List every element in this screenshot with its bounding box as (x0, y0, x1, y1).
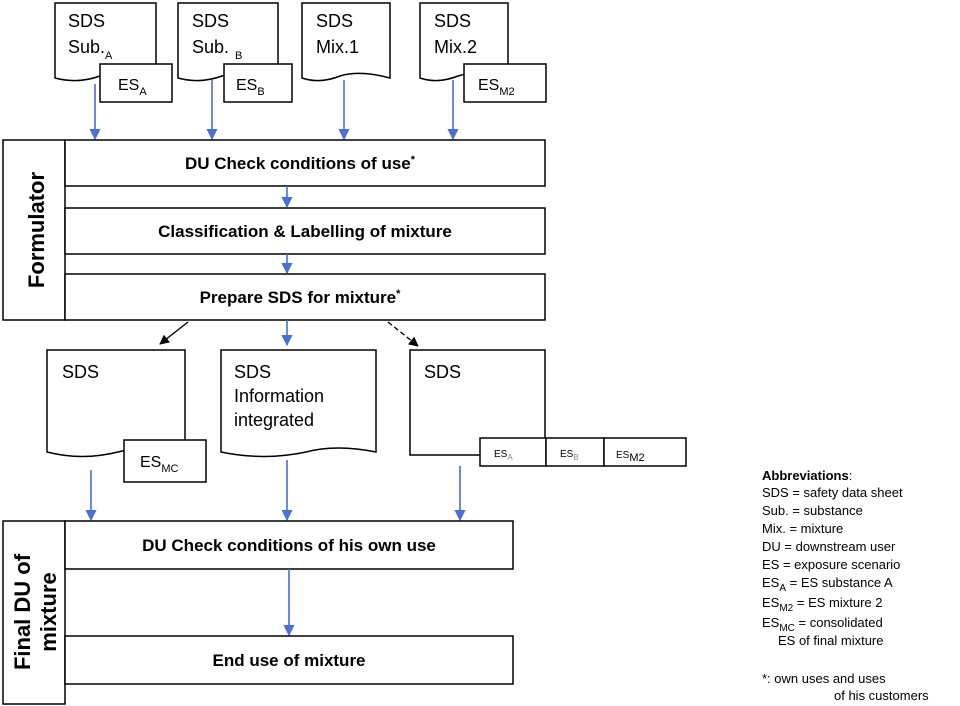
es-tab-a (479, 437, 547, 467)
footnote-line2: of his customers (834, 688, 929, 703)
doc-title: SDS (424, 362, 461, 382)
es-tab (123, 439, 207, 483)
doc-title: SDS (434, 11, 471, 31)
arrow-to-left-doc (159, 321, 189, 345)
final-du-label-box (2, 520, 66, 705)
doc-title: SDS (68, 11, 105, 31)
doc-subtitle: Sub.A (68, 37, 113, 62)
doc-title: SDS (62, 362, 99, 382)
step-end-use (64, 635, 514, 685)
abbr-es-mc-cont: ES of final mixture (778, 633, 884, 648)
es-tab-m2-label: ESM2 (616, 450, 645, 464)
formulator-label: Formulator (24, 172, 49, 289)
doc-sds-mix2: SDS Mix.2 ESM2 (419, 2, 547, 103)
doc-title: SDS (192, 11, 229, 31)
es-tab (463, 63, 547, 103)
step-classification (64, 207, 546, 255)
es-tab-a-label: ESA (494, 449, 513, 462)
abbr-es-a: ESA = ES substance A (762, 575, 893, 594)
final-du-label-line2: mixture (36, 572, 61, 651)
step-prepare-sds-label: Prepare SDS for mixture* (200, 288, 402, 307)
es-label: ESB (236, 77, 265, 98)
step-classification-label: Classification & Labelling of mixture (158, 222, 452, 241)
abbr-es: ES = exposure scenario (762, 557, 900, 572)
doc-subtitle: Mix.1 (316, 37, 359, 57)
formulator-label-box (2, 139, 66, 321)
es-label: ESMC (140, 454, 179, 475)
abbr-es-mc: ESMC = consolidated (762, 615, 883, 634)
es-label: ESM2 (478, 77, 515, 98)
abbr-mix: Mix. = mixture (762, 521, 843, 536)
step-final-du-check-label: DU Check conditions of his own use (142, 536, 436, 555)
es-tab-m2 (603, 437, 687, 467)
doc-sds-right: SDS ESA ESB ESM2 (409, 349, 687, 467)
abbr-sub: Sub. = substance (762, 503, 863, 518)
es-tab (223, 63, 293, 103)
arrow-to-right-doc (387, 321, 419, 347)
final-du-label-line1: Final DU of (10, 553, 35, 670)
step-end-use-label: End use of mixture (212, 651, 365, 670)
es-tab (99, 63, 173, 103)
step-du-check (64, 139, 546, 187)
step-du-check-label: DU Check conditions of use* (185, 154, 416, 173)
step-prepare-sds (64, 273, 546, 321)
doc-sds-sub-b: SDS Sub.B ESB (177, 2, 293, 103)
doc-line2: Information (234, 386, 324, 406)
doc-subtitle: Sub.B (192, 37, 242, 62)
es-label: ESA (118, 77, 147, 98)
abbreviations-title: Abbreviations: (762, 468, 852, 483)
abbr-sds: SDS = safety data sheet (762, 485, 903, 500)
doc-sds-mix1: SDS Mix.1 (301, 2, 391, 82)
step-final-du-check (64, 520, 514, 570)
doc-title: SDS (234, 362, 271, 382)
abbr-es-m2: ESM2 = ES mixture 2 (762, 595, 882, 614)
abbreviations-legend: Abbreviations: SDS = safety data sheet S… (762, 468, 929, 703)
doc-title: SDS (316, 11, 353, 31)
doc-sds-left: SDS ESMC (46, 349, 207, 483)
doc-sds-middle: SDS Information integrated (220, 349, 377, 458)
doc-sds-sub-a: SDS Sub.A ESA (54, 2, 173, 103)
abbr-du: DU = downstream user (762, 539, 896, 554)
es-tab-b-label: ESB (560, 449, 579, 462)
doc-subtitle: Mix.2 (434, 37, 477, 57)
footnote-line1: *: own uses and uses (762, 671, 886, 686)
doc-line3: integrated (234, 410, 314, 430)
